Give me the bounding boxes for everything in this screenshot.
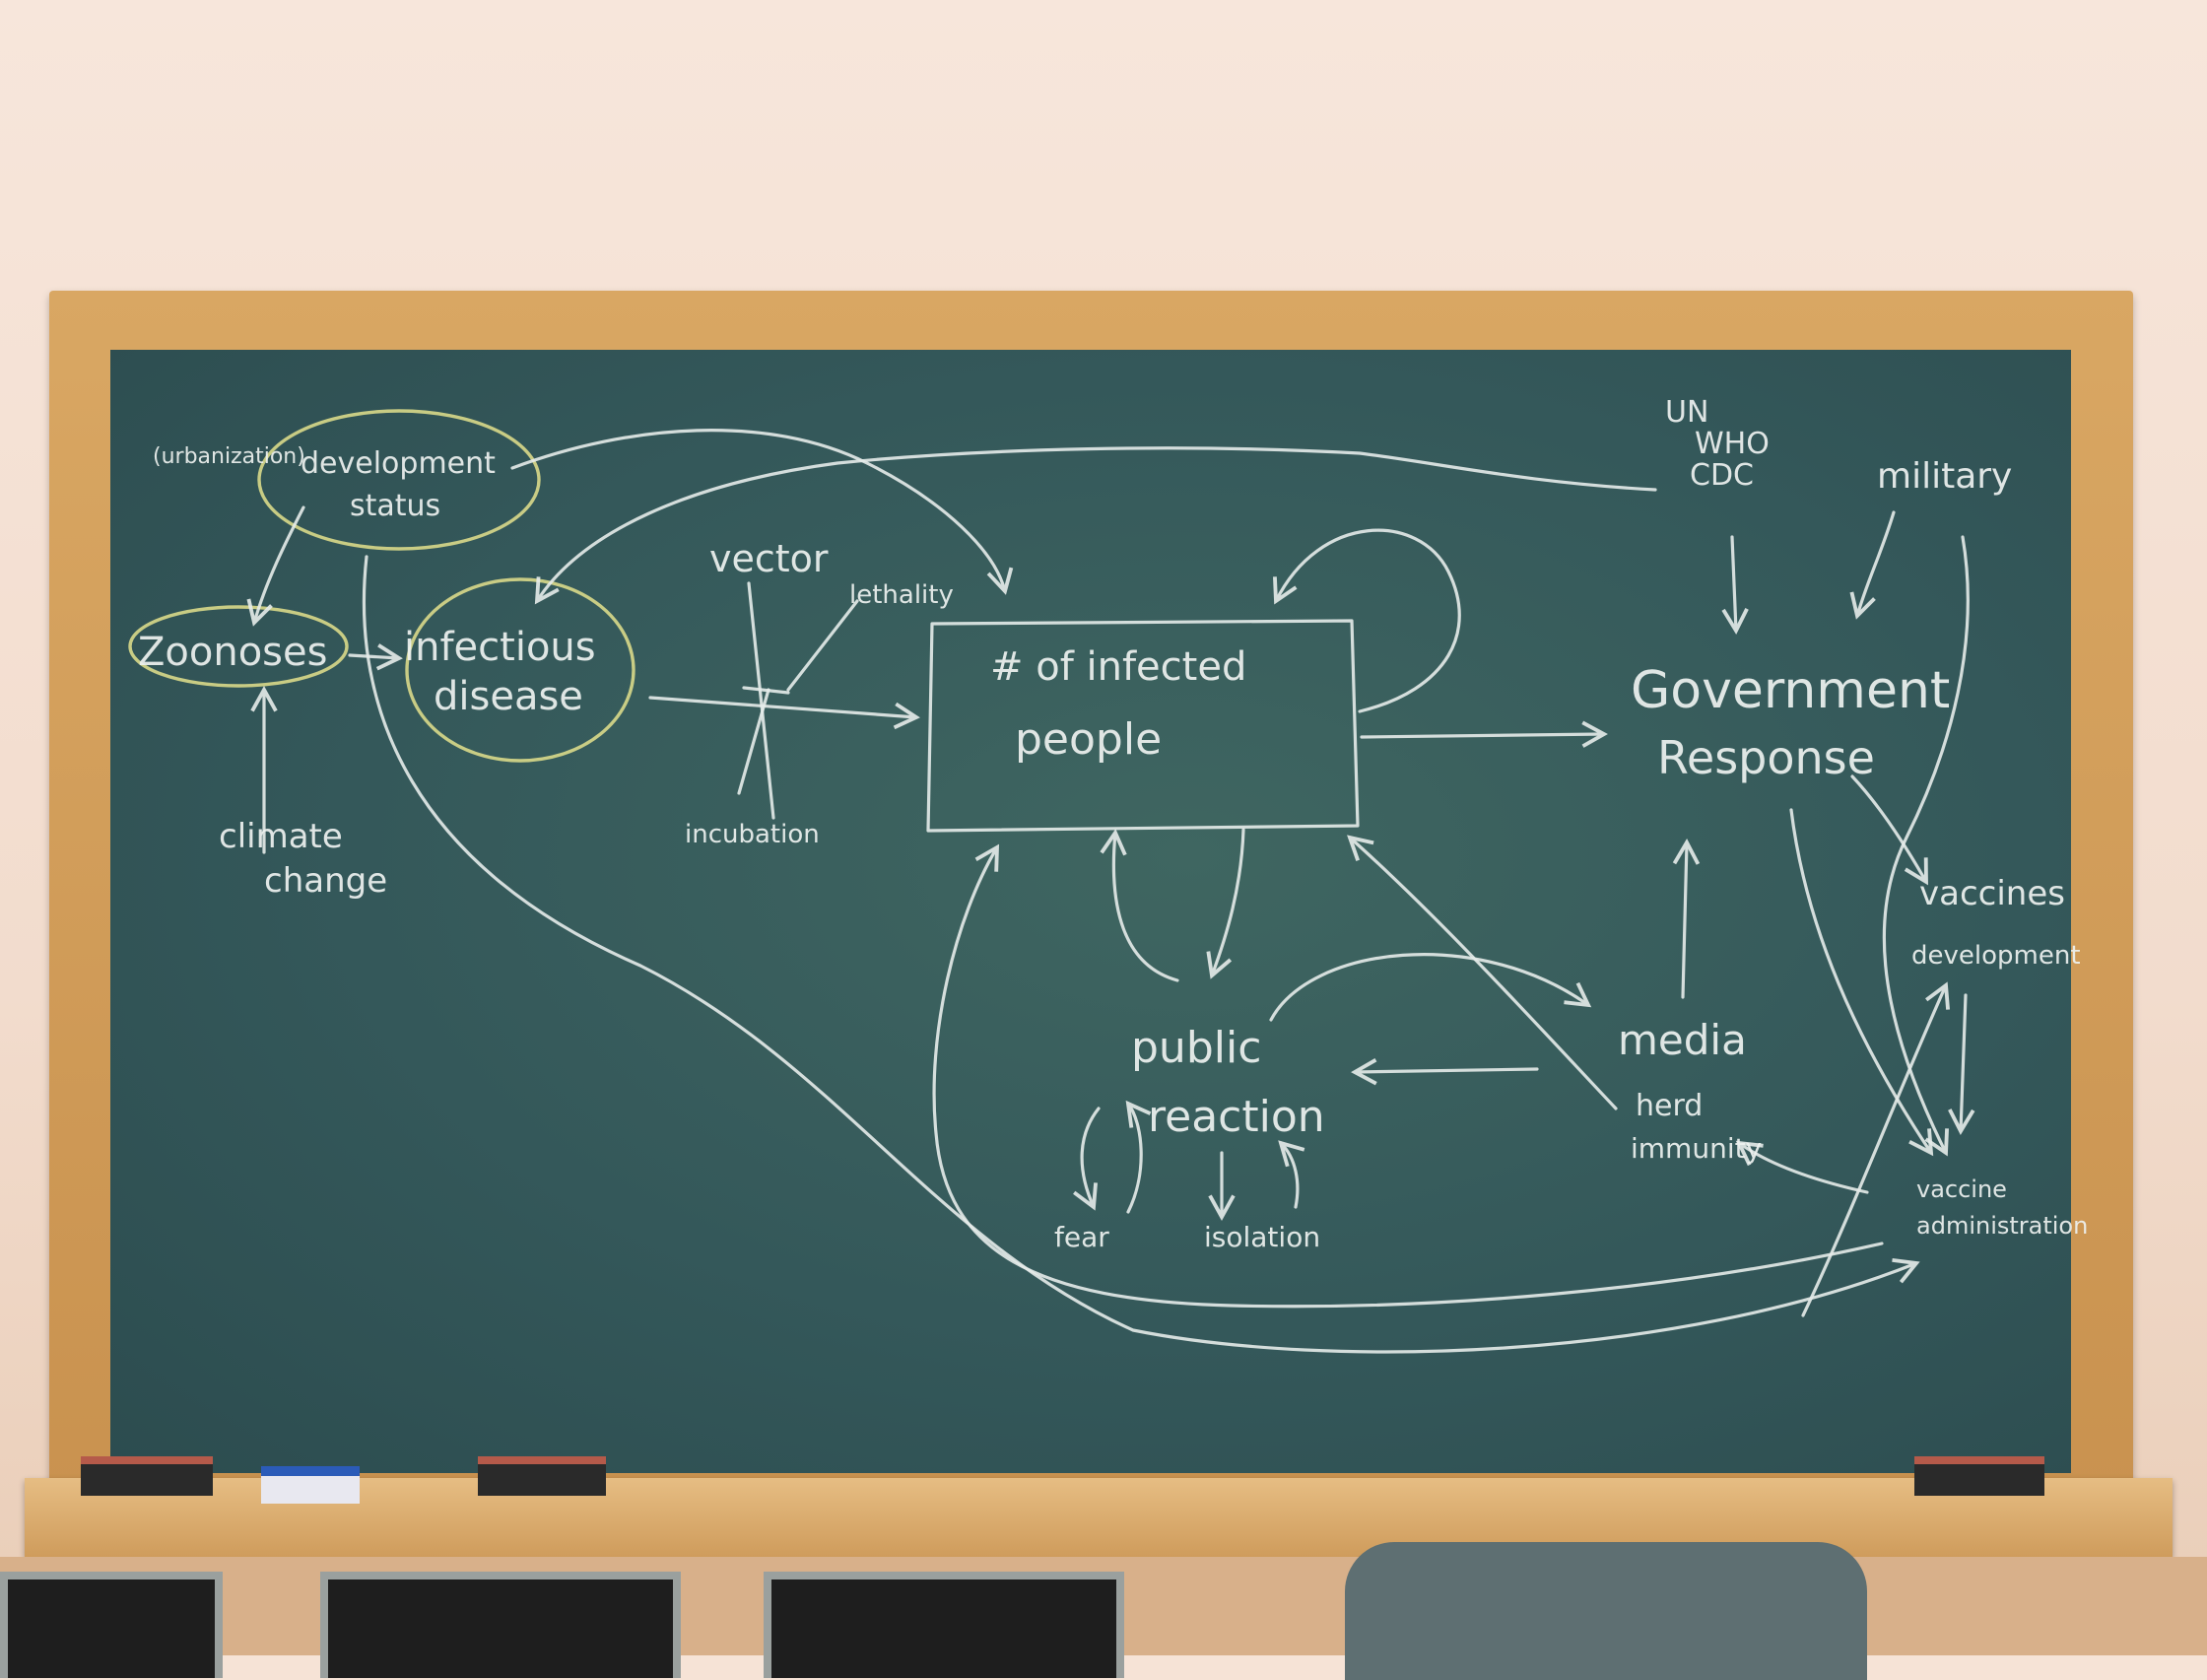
- infected-people-box: [926, 619, 1360, 833]
- incubation-stroke: [737, 688, 770, 795]
- urbanization-label: (urbanization): [153, 444, 305, 469]
- arrow-un-to-government: [1721, 535, 1749, 635]
- herd-immunity-label: herd: [1636, 1089, 1703, 1123]
- isolation-label: isolation: [1204, 1221, 1320, 1253]
- vaccines-development-label: vaccines: [1919, 874, 2065, 913]
- arrow-fear-to-reaction: [1125, 1100, 1152, 1214]
- vaccine-administration-label: vaccine: [1916, 1176, 2007, 1203]
- arrow-un-to-disease: [534, 446, 1657, 605]
- climate-change-label: climate: [219, 817, 343, 856]
- arrow-infected-to-government: [1360, 720, 1608, 748]
- lethality-label: lethality: [849, 580, 954, 610]
- vector-stroke: [747, 581, 775, 820]
- climate-change-label-line2: change: [264, 861, 387, 901]
- infected-people-label: # of infected: [990, 644, 1246, 690]
- eraser: [478, 1456, 606, 1496]
- public-reaction-label: public: [1131, 1023, 1261, 1073]
- vector-label: vector: [709, 537, 829, 580]
- development-status-label: development: [301, 446, 496, 481]
- herd-immunity-label-line2: immunity: [1631, 1132, 1762, 1165]
- arrow-media-to-public: [1351, 1057, 1539, 1086]
- government-response-label: Government: [1631, 661, 1950, 720]
- arrow-reaction-to-fear: [1073, 1107, 1101, 1211]
- chalk-box: [261, 1466, 360, 1504]
- arrow-public-to-infected: [1100, 829, 1179, 982]
- public-reaction-label-line2: reaction: [1148, 1092, 1325, 1142]
- arrow-administration-to-herd-immunity: [1735, 1140, 1869, 1194]
- arrow-herd-immunity-to-infected: [1347, 835, 1618, 1110]
- vaccines-development-label-line2: development: [1911, 941, 2081, 971]
- development-status-circle: [257, 409, 541, 551]
- infectious-disease-label: infectious: [404, 625, 596, 670]
- zoonoses-label: Zoonoses: [138, 630, 327, 675]
- media-label: media: [1618, 1016, 1747, 1064]
- eraser: [1914, 1456, 2044, 1496]
- infected-people-label-line2: people: [1015, 714, 1162, 765]
- arrow-public-to-media: [1269, 953, 1592, 1022]
- arrow-development-to-zoonoses: [246, 505, 305, 627]
- arrow-government-to-vaccines: [1850, 774, 1928, 886]
- arrow-disease-to-infected: [648, 696, 920, 730]
- cdc-label: CDC: [1690, 458, 1754, 493]
- government-response-label-line2: Response: [1657, 731, 1875, 784]
- arrow-isolation-to-reaction: [1278, 1140, 1305, 1209]
- development-status-label-line2: status: [350, 489, 440, 523]
- who-label: WHO: [1695, 427, 1770, 461]
- military-label: military: [1877, 456, 2012, 497]
- arrow-development-to-infected: [510, 429, 1014, 595]
- arrow-infected-to-public: [1206, 828, 1245, 979]
- valve-tick: [742, 686, 790, 695]
- arrow-vaccines-to-administration: [1948, 993, 1975, 1135]
- fear-label: fear: [1054, 1221, 1109, 1253]
- arrow-military-to-government: [1849, 510, 1896, 620]
- incubation-label: incubation: [685, 820, 820, 849]
- arrow-infected-self-loop: [1273, 528, 1461, 713]
- lethality-stroke: [786, 599, 859, 692]
- un-label: UN: [1665, 395, 1708, 430]
- infectious-disease-label-line2: disease: [434, 674, 583, 719]
- arrow-military-to-administration: [1882, 535, 1970, 1157]
- chalkboard: [110, 350, 2071, 1473]
- vaccine-administration-label-line2: administration: [1916, 1212, 2088, 1240]
- zoonoses-circle: [128, 605, 349, 688]
- arrow-development-to-administration: [362, 555, 1920, 1354]
- arrow-government-to-administration: [1789, 808, 1934, 1157]
- arrow-administration-to-infected: [932, 843, 1884, 1309]
- infectious-disease-circle: [405, 577, 635, 763]
- arrow-zoonoses-to-disease: [348, 643, 403, 671]
- eraser: [81, 1456, 213, 1496]
- arrow-media-to-government: [1672, 839, 1701, 999]
- arrow-bottom-to-vaccines: [1801, 981, 1950, 1317]
